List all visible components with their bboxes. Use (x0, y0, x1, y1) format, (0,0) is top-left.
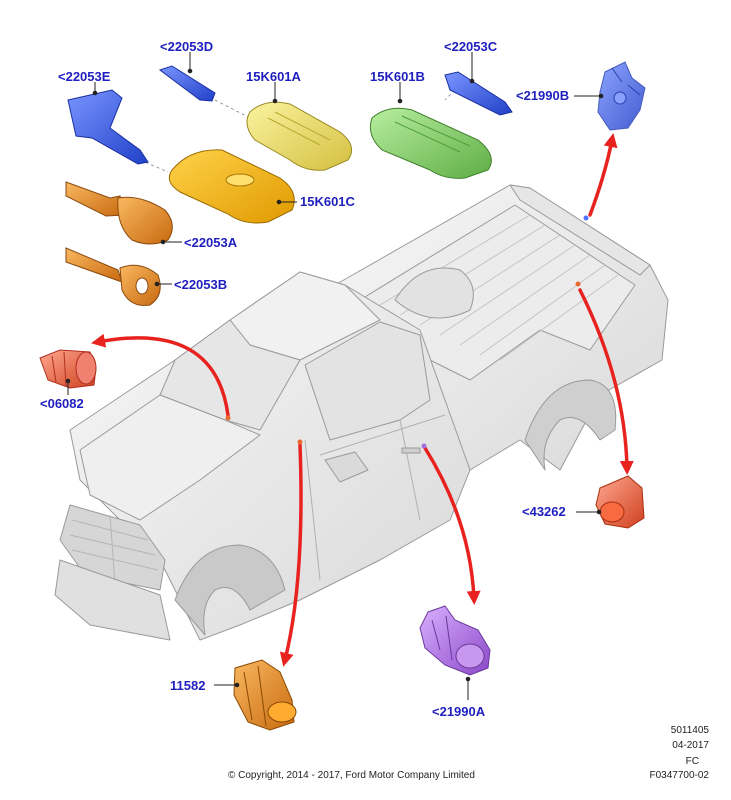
arrow-to-11582 (279, 443, 303, 667)
truck-side-mirror (324, 451, 369, 483)
truck-front-wheel-arch (174, 544, 286, 636)
footer-copyright: © Copyright, 2014 - 2017, Ford Motor Com… (228, 770, 475, 781)
truck-front-bumper (54, 559, 171, 641)
label-15k601b: 15K601B (370, 69, 425, 84)
lock-43262 (595, 475, 645, 529)
truck-tailgate (509, 184, 651, 276)
key-22053a (65, 181, 173, 245)
label-22053d: <22053D (160, 39, 213, 54)
label-06082: <06082 (40, 396, 84, 411)
label-22053a: <22053A (184, 235, 238, 250)
truck-rear-wheel-arch (524, 379, 617, 471)
footer-reference: F0347700-02 (649, 770, 710, 781)
label-43262: <43262 (522, 504, 566, 519)
label-22053e: <22053E (58, 69, 111, 84)
arrow-to-06082 (91, 333, 230, 417)
part-location-markers (225, 215, 589, 449)
truck-door-handle-front (401, 447, 421, 454)
key-22053b (65, 247, 161, 306)
key-blade-22053c (444, 71, 513, 116)
label-22053b: <22053B (174, 277, 227, 292)
key-fob-15k601a (246, 101, 353, 171)
lock-cylinder-06082 (39, 349, 97, 389)
label-15k601c: 15K601C (300, 194, 356, 209)
truck-side-window (304, 321, 431, 441)
key-blade-22053d (158, 65, 216, 102)
label-15k601a: 15K601A (246, 69, 302, 84)
label-22053c: <22053C (444, 39, 498, 54)
truck-bed-wheel-well (394, 267, 474, 319)
footer-code-number: 5011405 (670, 725, 709, 736)
lock-11582 (233, 659, 297, 731)
label-11582: 11582 (170, 678, 205, 693)
arrow-to-43262 (578, 288, 634, 475)
lock-21990a (419, 605, 491, 676)
key-fob-15k601c (168, 149, 295, 224)
label-21990a: <21990A (432, 704, 486, 719)
pickup-truck-illustration (54, 184, 669, 641)
latch-21990b (597, 61, 646, 131)
arrow-to-21990a (423, 446, 481, 605)
label-21990b: <21990B (516, 88, 569, 103)
key-fob-15k601b (369, 107, 492, 179)
arrow-to-21990b (588, 133, 618, 217)
truck-hood (79, 394, 261, 521)
leader-lines (65, 52, 604, 700)
footer-date: 04-2017 (672, 740, 709, 751)
red-arrows (91, 133, 634, 667)
footer-fc: FC (685, 756, 699, 767)
key-blade-22053e (67, 89, 149, 165)
